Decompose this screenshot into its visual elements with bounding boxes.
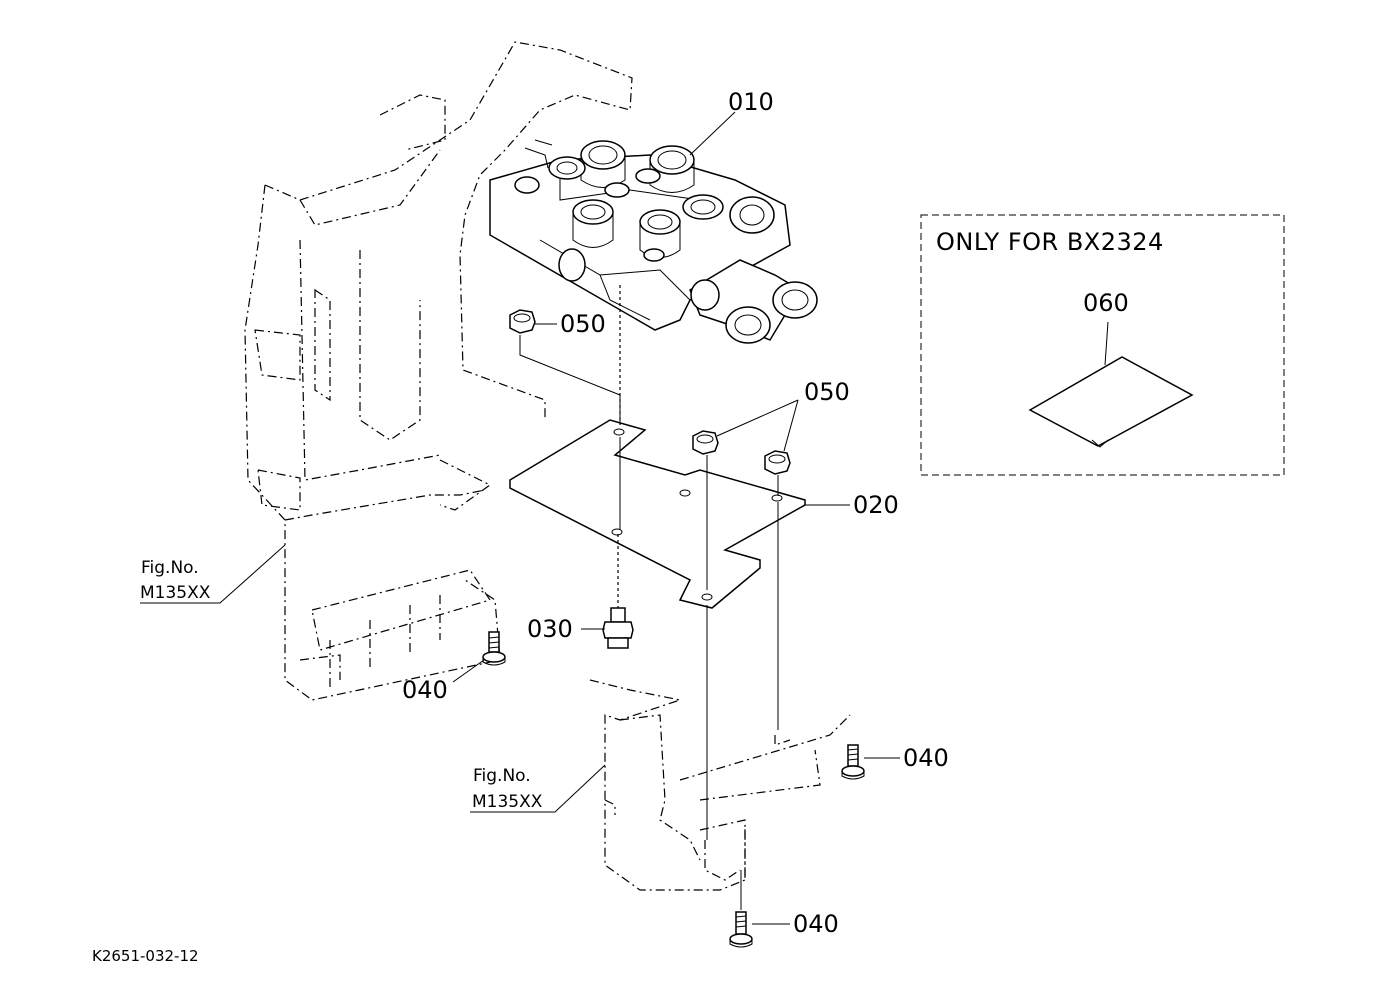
left-frame-outline bbox=[244, 41, 633, 701]
decal-060 bbox=[1028, 356, 1194, 448]
nut-050-right-b bbox=[764, 450, 791, 475]
bolt-040-right bbox=[841, 744, 865, 780]
plate-020 bbox=[509, 419, 806, 609]
fitting-030 bbox=[602, 607, 634, 649]
part-label-060: 060 bbox=[1083, 289, 1129, 317]
assembly-lines bbox=[519, 285, 779, 910]
nut-050-left bbox=[509, 309, 536, 334]
bolt-040-bottom bbox=[729, 911, 753, 948]
note-box: ONLY FOR BX2324 060 bbox=[920, 214, 1285, 476]
part-label-050-left: 050 bbox=[560, 310, 606, 338]
part-label-040-right: 040 bbox=[903, 744, 949, 772]
fig-ref-2-line1: Fig.No. bbox=[473, 766, 531, 786]
leader-lines bbox=[140, 111, 900, 925]
part-label-050-right: 050 bbox=[804, 378, 850, 406]
fig-ref-1-line1: Fig.No. bbox=[141, 558, 199, 578]
fig-ref-1-line2: M135XX bbox=[140, 583, 211, 603]
lower-bracket-outline bbox=[589, 679, 851, 891]
bolt-040-left bbox=[482, 631, 506, 666]
part-label-040-bottom: 040 bbox=[793, 910, 839, 938]
part-label-030: 030 bbox=[527, 615, 573, 643]
part-label-040-left: 040 bbox=[402, 676, 448, 704]
nut-050-right-a bbox=[692, 430, 719, 455]
valve-block-010 bbox=[489, 139, 818, 344]
fig-ref-2-line2: M135XX bbox=[472, 792, 543, 812]
note-box-title: ONLY FOR BX2324 bbox=[936, 228, 1164, 256]
part-label-010: 010 bbox=[728, 88, 774, 116]
part-label-020: 020 bbox=[853, 491, 899, 519]
drawing-code: K2651-032-12 bbox=[92, 947, 199, 965]
